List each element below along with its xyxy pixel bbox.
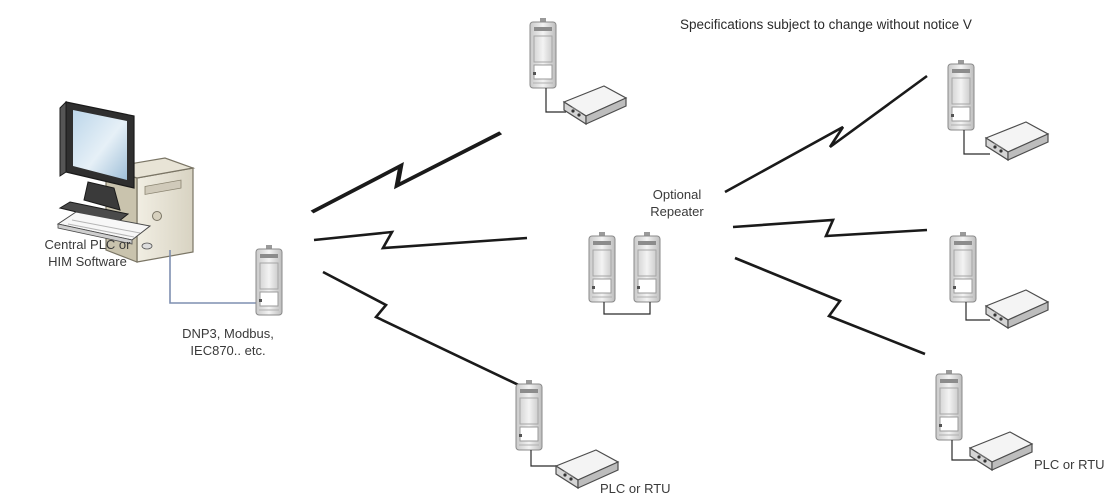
repeater-radio-icon xyxy=(588,231,616,303)
remote-cable xyxy=(963,130,990,155)
wireless-link-icon xyxy=(312,133,501,212)
remote-cable xyxy=(965,302,990,321)
wireless-link-icon xyxy=(732,218,928,238)
remote-radio-icon xyxy=(947,59,975,131)
plc-rtu-label-left: PLC or RTU xyxy=(600,481,671,496)
remote-cable xyxy=(530,450,560,467)
wireless-link-icon xyxy=(724,74,928,194)
repeater-radio-icon xyxy=(633,231,661,303)
central-label-line1: Central PLC or xyxy=(44,237,131,252)
repeater-label-line2: Repeater xyxy=(650,204,704,219)
plc-rtu-box-icon xyxy=(985,121,1049,161)
remote-radio-icon xyxy=(949,231,977,303)
plc-rtu-label-right: PLC or RTU xyxy=(1034,457,1105,472)
repeater-cable xyxy=(603,302,651,315)
plc-rtu-box-icon xyxy=(985,289,1049,329)
remote-radio-icon xyxy=(515,379,543,451)
specification-notice: Specifications subject to change without… xyxy=(680,17,972,32)
plc-rtu-box-icon xyxy=(563,85,627,125)
protocols-label-line2: IEC870.. etc. xyxy=(190,343,266,358)
central-label-line2: HIM Software xyxy=(48,254,127,269)
wireless-link-icon xyxy=(322,270,528,391)
protocols-label-line1: DNP3, Modbus, xyxy=(182,326,274,341)
remote-cable xyxy=(545,88,566,113)
remote-cable xyxy=(951,440,976,461)
remote-radio-icon xyxy=(529,17,557,89)
master-cable xyxy=(169,250,256,304)
protocols-label: DNP3, Modbus, IEC870.. etc. xyxy=(168,325,288,359)
wireless-link-icon xyxy=(313,230,528,250)
computer-workstation-icon xyxy=(56,100,196,263)
remote-radio-icon xyxy=(935,369,963,441)
wireless-link-icon xyxy=(734,256,926,356)
repeater-label-line1: Optional xyxy=(652,187,702,202)
plc-rtu-box-icon xyxy=(969,431,1033,471)
repeater-label: Optional Repeater xyxy=(627,186,727,220)
central-plc-label: Central PLC or HIM Software xyxy=(20,236,155,270)
master-radio-icon xyxy=(255,244,283,316)
